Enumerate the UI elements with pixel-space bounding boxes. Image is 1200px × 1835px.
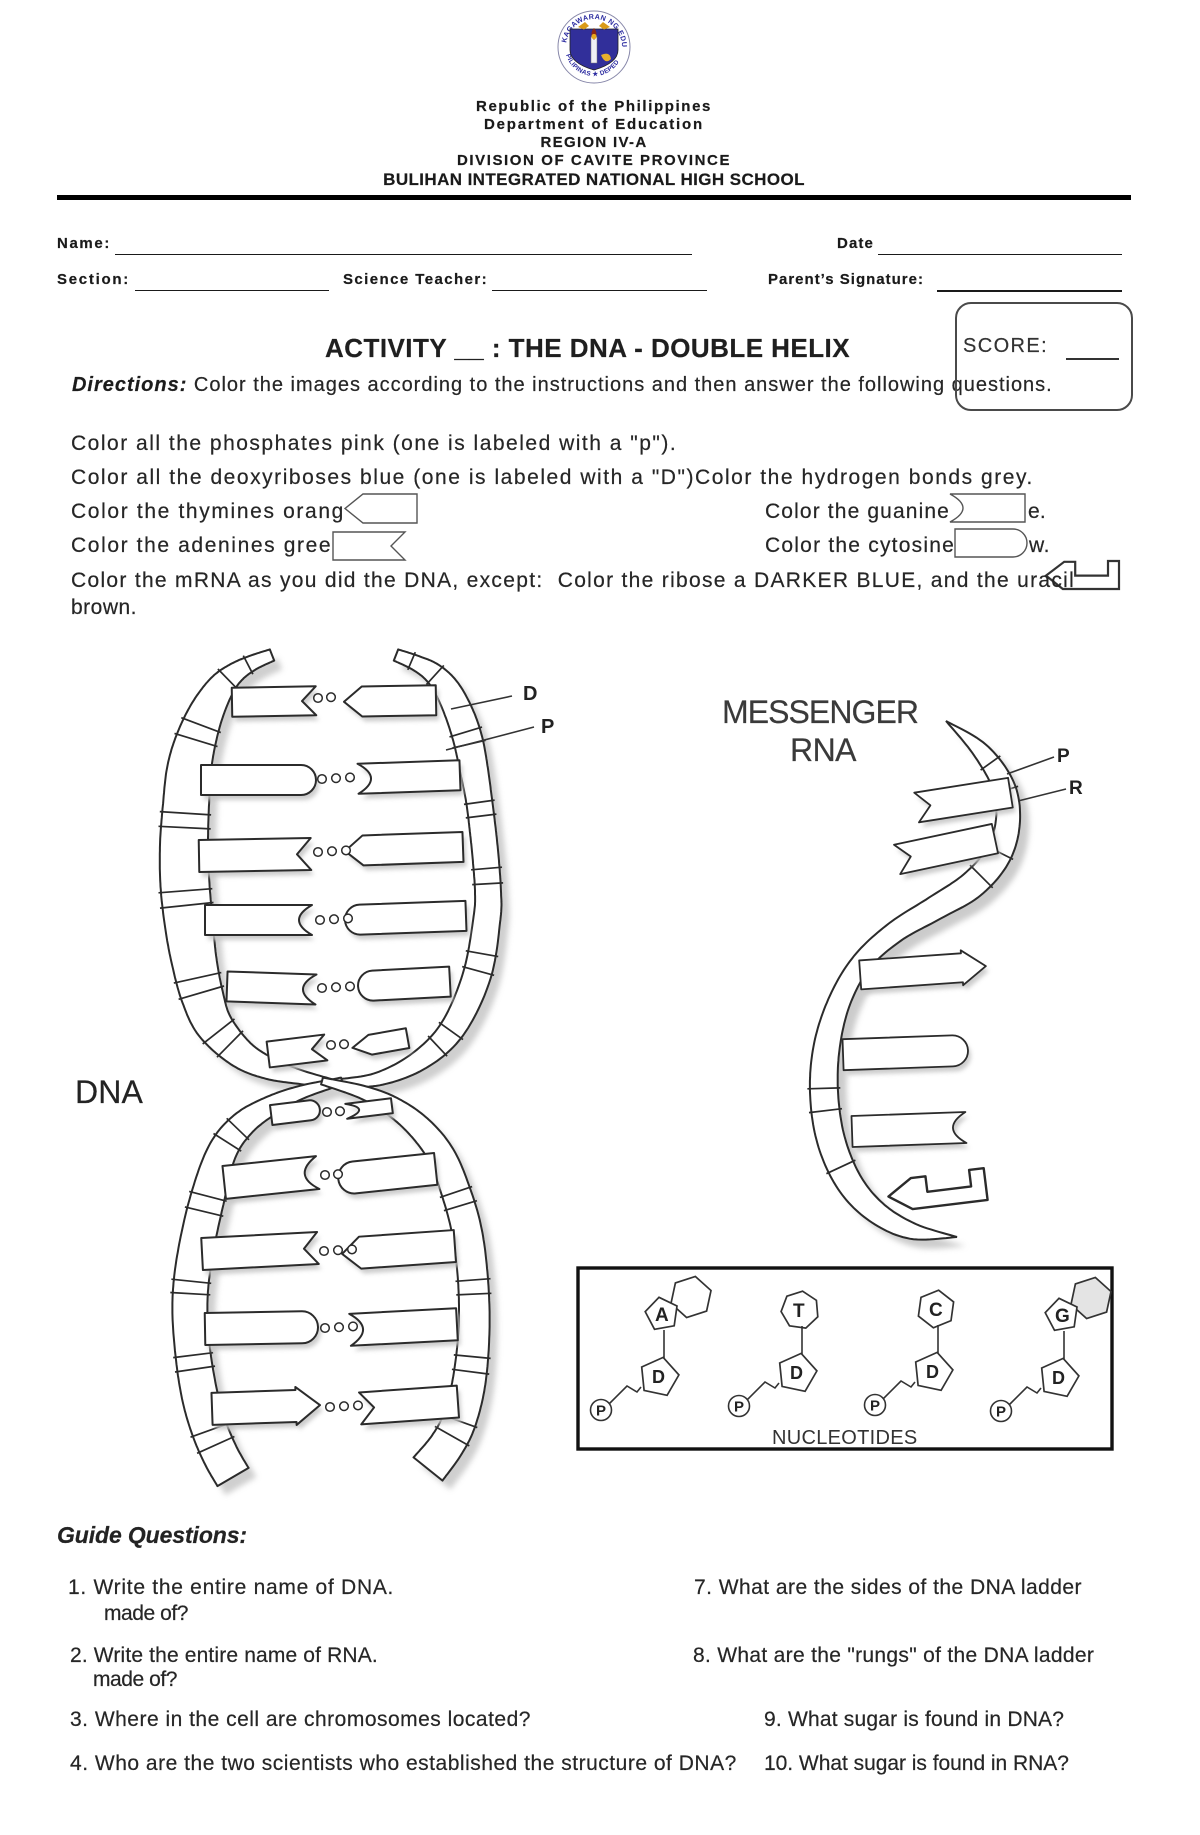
svg-text:P: P	[1057, 746, 1070, 767]
svg-text:R: R	[1069, 778, 1083, 799]
svg-text:D: D	[652, 1367, 665, 1387]
svg-text:P: P	[734, 1399, 744, 1416]
svg-text:A: A	[655, 1305, 669, 1326]
svg-text:C: C	[929, 1300, 943, 1321]
svg-text:G: G	[1055, 1306, 1070, 1327]
svg-text:T: T	[793, 1301, 805, 1322]
svg-text:D: D	[790, 1363, 803, 1383]
svg-text:D: D	[523, 683, 537, 705]
svg-text:D: D	[926, 1362, 939, 1382]
svg-text:D: D	[1052, 1368, 1065, 1388]
svg-text:P: P	[541, 716, 554, 738]
svg-text:P: P	[996, 1404, 1006, 1421]
svg-text:P: P	[596, 1403, 606, 1420]
svg-text:P: P	[870, 1398, 880, 1415]
svg-text:NUCLEOTIDES: NUCLEOTIDES	[772, 1427, 918, 1449]
